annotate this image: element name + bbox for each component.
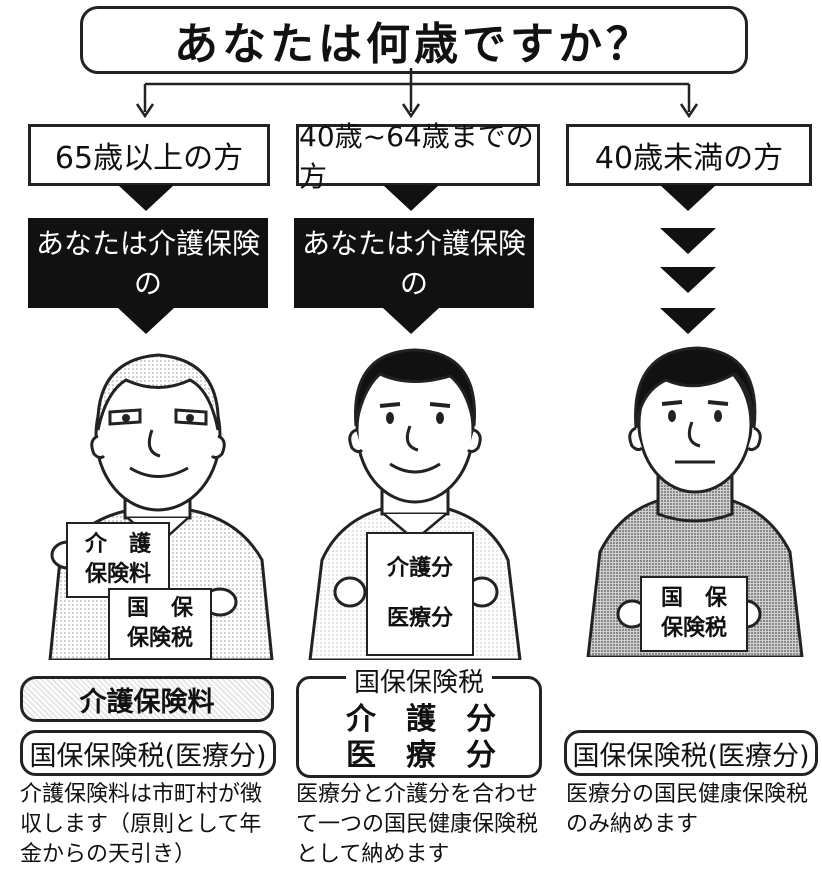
title-box: あなたは何歳ですか？ (80, 6, 748, 74)
note-40to64: 医療分と介護分を合わせて一つの国民健康保険税として納めます (296, 780, 546, 870)
box-line: 医療分 (346, 738, 526, 773)
stamp-line: 保険料 (84, 562, 151, 587)
down-triangle-icon (383, 308, 439, 334)
down-triangle-icon (660, 185, 716, 211)
stamp-nhi-tax-young: 国 保 保険税 (640, 576, 748, 652)
page-title: あなたは何歳ですか？ (174, 19, 654, 70)
status-line: あなたは介護保険の (35, 227, 260, 300)
category-label: 40歳未満の方 (594, 141, 784, 176)
down-triangle-icon (118, 308, 174, 334)
pill-label: 介護保険料 (79, 686, 215, 718)
status-line: あなたは介護保険の (301, 227, 526, 300)
note-text: 介護保険料は市町村が徴収します（原則として年金からの天引き） (20, 782, 263, 867)
pill-nhi-medical: 国保保険税(医療分) (20, 730, 276, 776)
stamp-line: 国 保 (126, 596, 193, 621)
status-second-insured: あなたは介護保険の 第2号被保険者です (294, 218, 534, 380)
box-line: 介護分 (346, 702, 526, 737)
arrow-right-icon (679, 103, 699, 119)
connector-arrows (135, 68, 699, 119)
pill-label: 国保保険税(医療分) (29, 740, 267, 772)
arrow-center-icon (401, 103, 421, 119)
note-under40: 医療分の国民健康保険税のみ納めます (566, 780, 812, 840)
stamp-nhi-tax: 国 保 保険税 (108, 588, 212, 660)
category-65plus: 65歳以上の方 (28, 124, 270, 186)
box-line-care: 介護分 (326, 694, 546, 738)
box-line-medical: 医療分 (326, 730, 546, 774)
box-title: 国保保険税 (354, 668, 485, 698)
box-nhi-tax-title: 国保保険税 (346, 662, 493, 699)
paper-line: 介護分 (386, 556, 453, 581)
down-triangle-icon (660, 308, 716, 334)
paper-care-medical: 介護分 医療分 (366, 532, 474, 656)
stamp-line: 介 護 (84, 532, 151, 557)
down-triangle-icon (660, 267, 716, 293)
arrow-left-icon (135, 103, 155, 119)
status-first-insured: あなたは介護保険の 第1号被保険者です (28, 218, 268, 380)
note-text: 医療分と介護分を合わせて一つの国民健康保険税として納めます (296, 782, 539, 867)
note-65plus: 介護保険料は市町村が徴収します（原則として年金からの天引き） (20, 780, 274, 870)
note-text: 医療分の国民健康保険税のみ納めます (566, 782, 809, 837)
stamp-line: 国 保 (660, 586, 727, 611)
stamp-line: 保険税 (126, 626, 193, 651)
down-triangle-icon (383, 185, 439, 211)
category-40to64: 40歳~64歳までの方 (296, 120, 540, 193)
down-triangle-icon (660, 228, 716, 254)
pill-label: 国保保険税(医療分) (572, 740, 810, 772)
category-label: 65歳以上の方 (54, 141, 244, 176)
paper-line: 医療分 (386, 606, 453, 631)
down-triangle-icon (118, 185, 174, 211)
category-under40: 40歳未満の方 (566, 124, 812, 186)
pill-nhi-medical-young: 国保保険税(医療分) (564, 730, 818, 776)
stamp-line: 保険税 (660, 616, 727, 641)
pill-care-premium: 介護保険料 (20, 676, 274, 722)
stamp-care-premium: 介 護 保険料 (66, 522, 170, 598)
category-label: 40歳~64歳までの方 (299, 120, 534, 193)
